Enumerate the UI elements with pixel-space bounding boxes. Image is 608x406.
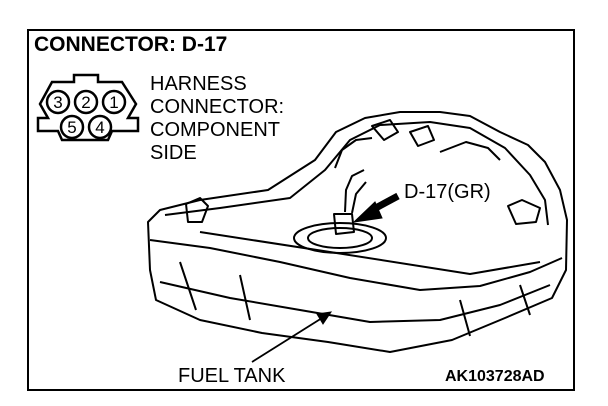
fuel-tank-label: FUEL TANK (178, 365, 286, 387)
pin-circle-2 (73, 89, 99, 115)
tank-strap (199, 231, 541, 275)
pin-circle-1 (101, 89, 127, 115)
pin-circle-3 (45, 89, 71, 115)
pump-flange-outer (293, 222, 387, 254)
tank-left-fitting (185, 197, 209, 223)
page-title: CONNECTOR: D-17 (34, 33, 228, 56)
d17-arrow-head (352, 201, 383, 223)
connector-callout-label: D-17(GR) (404, 181, 491, 203)
fuel-tank-arrow-head (316, 311, 333, 325)
vent-hose (439, 141, 501, 161)
description-line-2: CONNECTOR: (150, 96, 285, 118)
pin-circle-4 (87, 114, 113, 140)
tank-top-ridge (164, 121, 549, 226)
pin-label-3: 3 (53, 93, 62, 112)
pin-label-4: 4 (95, 118, 104, 137)
connector-symbol (36, 73, 140, 142)
pump-hoses (344, 169, 367, 214)
connector-housing-outline (36, 73, 140, 142)
description-line-3: COMPONENT (150, 119, 280, 141)
callout-arrows (251, 192, 400, 363)
description-line-4: SIDE (150, 142, 197, 164)
tank-side-panel (179, 261, 531, 337)
filler-pipe (334, 137, 373, 169)
tank-outline (147, 111, 568, 353)
fuel-pump-connector (333, 213, 355, 235)
tank-seam (149, 239, 563, 291)
tank-top-fittings (371, 119, 435, 147)
figure-code: AK103728AD (445, 368, 545, 385)
description-line-1: HARNESS (150, 73, 247, 95)
connector-description: HARNESS CONNECTOR: COMPONENT SIDE (150, 73, 284, 165)
fuel-tank-leader-line (251, 317, 323, 363)
fuel-tank-illustration (147, 111, 568, 353)
tank-lower-rib (159, 281, 551, 323)
pin-label-1: 1 (109, 93, 118, 112)
pin-label-2: 2 (81, 93, 90, 112)
pin-circle-5 (59, 114, 85, 140)
pump-flange-inner (307, 227, 373, 249)
tank-right-fitting (507, 199, 541, 225)
connector-pin-labels: 3 2 1 5 4 (53, 93, 118, 137)
pin-label-5: 5 (67, 118, 76, 137)
